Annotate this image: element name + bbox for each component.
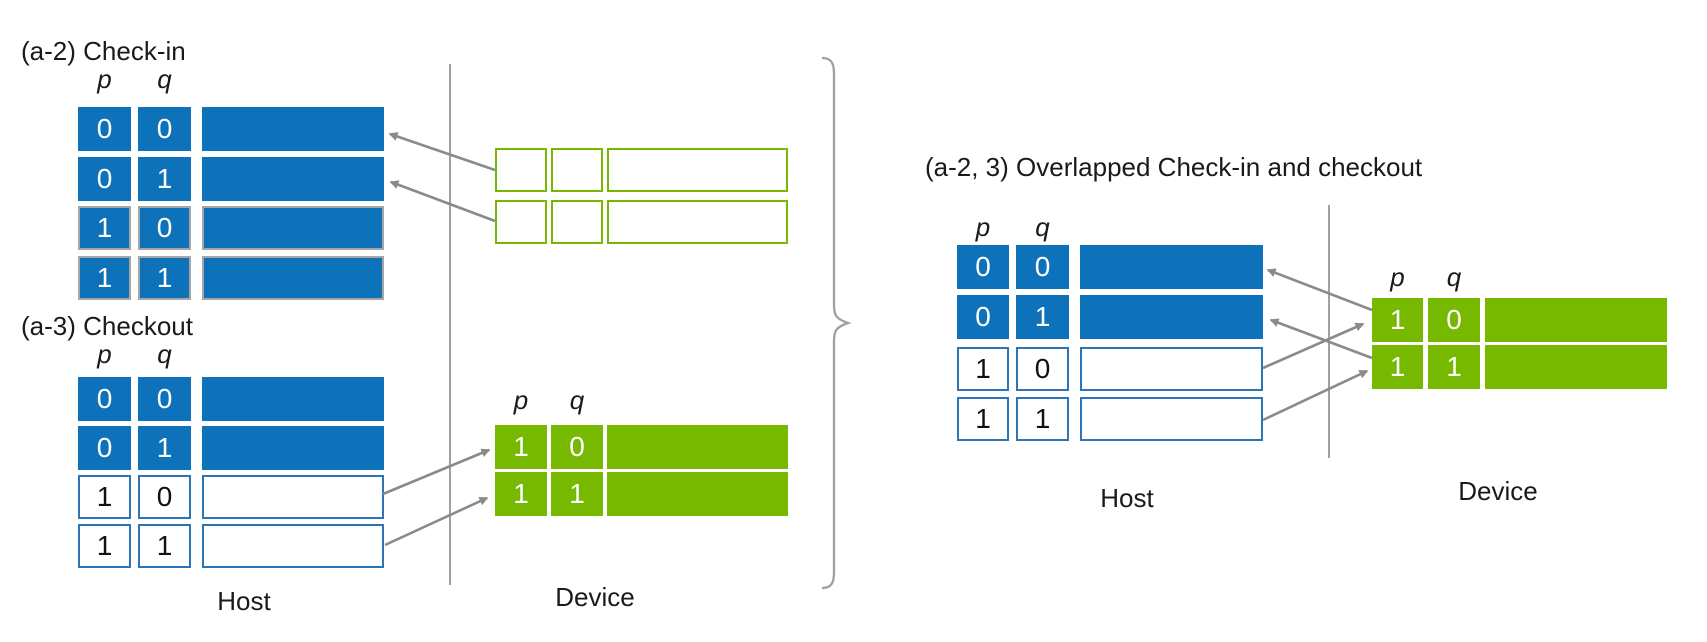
payload-bar (607, 472, 788, 516)
q-cell (551, 200, 603, 244)
payload-bar (1485, 298, 1667, 342)
q-cell: 1 (138, 256, 191, 300)
host-label-right: Host (1100, 483, 1154, 513)
payload-bar (202, 377, 384, 421)
payload-bar (607, 200, 788, 244)
overlapped-title: (a-2, 3) Overlapped Check-in and checkou… (925, 152, 1423, 182)
p-cell: 0 (78, 107, 131, 151)
checkin-title: (a-2) Check-in (21, 36, 186, 66)
checkout-title: (a-3) Checkout (21, 311, 193, 341)
payload-bar (1080, 397, 1263, 441)
q-cell: 0 (551, 425, 603, 469)
checkout-device-col-q: q (569, 385, 585, 415)
p-cell: 1 (495, 472, 547, 516)
payload-bar (1080, 295, 1263, 339)
payload-bar (202, 107, 384, 151)
payload-bar (202, 524, 384, 568)
checkout-col-q: q (157, 339, 172, 369)
q-cell: 0 (138, 377, 191, 421)
q-cell: 1 (138, 426, 191, 470)
q-cell: 0 (138, 475, 191, 519)
overlapped-col-q: q (1035, 212, 1050, 242)
p-cell: 0 (78, 157, 131, 201)
payload-bar (202, 475, 384, 519)
p-cell: 1 (78, 524, 131, 568)
device-label-right: Device (1458, 476, 1538, 506)
q-cell: 0 (1016, 347, 1069, 391)
host-label-left: Host (217, 586, 271, 616)
p-cell: 0 (78, 426, 131, 470)
q-cell (551, 148, 603, 192)
payload-bar (1080, 245, 1263, 289)
overlapped-col-p: p (975, 212, 991, 242)
p-cell: 1 (957, 347, 1009, 391)
overlapped-device-col-q: q (1446, 262, 1462, 292)
p-cell: 1 (1372, 298, 1423, 342)
checkout-col-p: p (97, 339, 112, 369)
q-cell: 1 (138, 157, 191, 201)
checkin-col-q: q (157, 64, 172, 94)
p-cell: 1 (495, 425, 547, 469)
checkin-col-p: p (97, 64, 112, 94)
p-cell: 1 (78, 206, 131, 250)
host-device-divider-left (449, 64, 451, 585)
overlapped-device-col-p: p (1390, 262, 1405, 292)
payload-bar (1485, 345, 1667, 389)
q-cell: 1 (551, 472, 603, 516)
payload-bar (202, 426, 384, 470)
q-cell: 1 (138, 524, 191, 568)
p-cell (495, 200, 547, 244)
host-device-divider-right (1328, 205, 1330, 458)
p-cell (495, 148, 547, 192)
payload-bar (202, 157, 384, 201)
p-cell: 1 (78, 256, 131, 300)
q-cell: 0 (138, 206, 191, 250)
q-cell: 0 (1016, 245, 1069, 289)
q-cell: 1 (1016, 295, 1069, 339)
p-cell: 0 (957, 245, 1009, 289)
p-cell: 1 (1372, 345, 1423, 389)
p-cell: 0 (78, 377, 131, 421)
payload-bar (1080, 347, 1263, 391)
q-cell: 1 (1016, 397, 1069, 441)
q-cell: 1 (1428, 345, 1480, 389)
payload-bar (202, 256, 384, 300)
q-cell: 0 (138, 107, 191, 151)
p-cell: 0 (957, 295, 1009, 339)
p-cell: 1 (78, 475, 131, 519)
payload-bar (607, 148, 788, 192)
q-cell: 0 (1428, 298, 1480, 342)
payload-bar (607, 425, 788, 469)
checkout-device-col-p: p (513, 385, 529, 415)
p-cell: 1 (957, 397, 1009, 441)
curly-brace (821, 56, 852, 590)
payload-bar (202, 206, 384, 250)
device-label-left: Device (555, 582, 635, 612)
